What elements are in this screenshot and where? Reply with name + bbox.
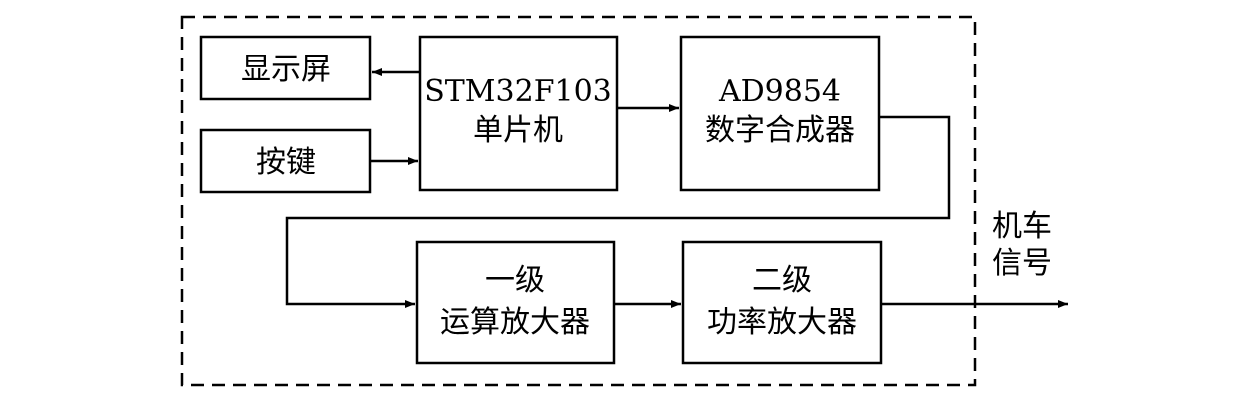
arrow-dds-to-opamp [285, 115, 951, 308]
display-block: 显示屏 [199, 35, 372, 101]
keys-block: 按键 [199, 128, 372, 194]
system-boundary [180, 15, 977, 387]
dds-label-line1: AD9854 [718, 74, 841, 109]
power-amp-block: 二级 功率放大器 [681, 240, 883, 365]
opamp-label-line1: 一级 [485, 263, 545, 298]
mcu-label-line2: 单片机 [473, 113, 563, 148]
mcu-label-line1: STM32F103 [424, 74, 612, 109]
output-label-line1: 机车 [992, 209, 1052, 244]
power-amp-label-line1: 二级 [752, 263, 812, 298]
power-amp-label-line2: 功率放大器 [707, 305, 857, 340]
display-label: 显示屏 [241, 52, 331, 87]
mcu-block: STM32F103 单片机 [418, 35, 619, 192]
opamp-block: 一级 运算放大器 [415, 240, 616, 365]
output-label-line2: 信号 [992, 246, 1052, 281]
dds-block: AD9854 数字合成器 [679, 35, 881, 192]
keys-label: 按键 [256, 145, 316, 180]
opamp-label-line2: 运算放大器 [440, 305, 590, 340]
dds-label-line2: 数字合成器 [705, 113, 855, 148]
